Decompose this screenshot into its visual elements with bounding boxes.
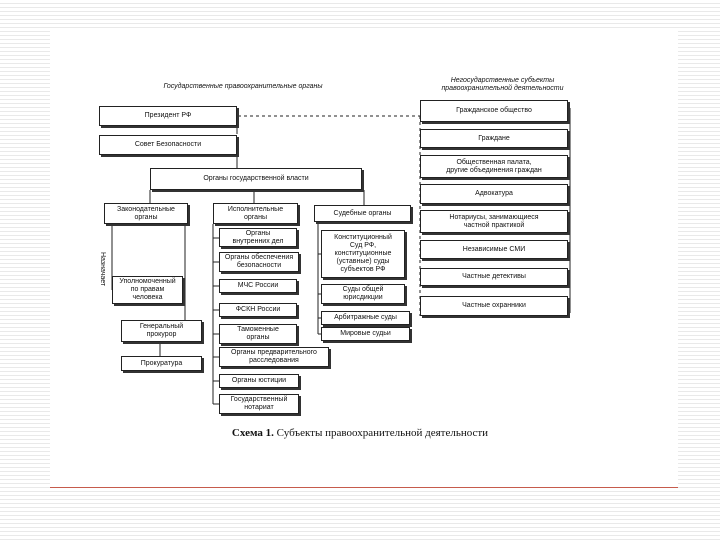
box-president: Президент РФ xyxy=(99,106,237,126)
box-executive: Исполнительные органы xyxy=(213,203,298,224)
header-state-bodies: Государственные правоохранительные орган… xyxy=(163,83,323,90)
box-security-services: Органы обеспечения безопасности xyxy=(219,252,299,272)
box-state-notary: Государственный нотариат xyxy=(219,394,299,414)
box-state-power-bodies: Органы государственной власти xyxy=(150,168,362,190)
box-civil-society: Гражданское общество xyxy=(420,100,568,122)
box-emercom: МЧС России xyxy=(219,279,297,293)
box-private-notaries: Нотариусы, занимающиеся частной практико… xyxy=(420,210,568,233)
diagram-caption: Схема 1. Субъекты правоохранительной дея… xyxy=(0,427,720,439)
header-non-state-subjects: Негосударственные субъекты правоохраните… xyxy=(441,77,564,92)
box-prosecutor-general: Генеральный прокурор xyxy=(121,320,202,342)
box-internal-affairs: Органы внутренних дел xyxy=(219,228,297,247)
box-prosecution: Прокуратура xyxy=(121,356,202,371)
box-legislative: Законодательные органы xyxy=(104,203,188,224)
box-judicial: Судебные органы xyxy=(314,205,411,222)
box-independent-media: Независимые СМИ xyxy=(420,240,568,259)
box-general-courts: Суды общей юрисдикции xyxy=(321,284,405,304)
box-customs: Таможенные органы xyxy=(219,324,297,344)
box-magistrates: Мировые судьи xyxy=(321,327,410,341)
box-arbitration-courts: Арбитражные суды xyxy=(321,311,410,325)
bottom-divider xyxy=(50,487,678,488)
box-security-council: Совет Безопасности xyxy=(99,135,237,155)
box-advocacy: Адвокатура xyxy=(420,184,568,204)
box-fskn: ФСКН России xyxy=(219,303,297,317)
caption-number: Схема 1. xyxy=(231,427,274,439)
label-appoints: Назначает xyxy=(99,252,106,287)
box-preliminary-investigation: Органы предварительного расследования xyxy=(219,347,329,367)
box-ombudsman: Уполномоченный по правам человека xyxy=(112,276,183,304)
box-private-detectives: Частные детективы xyxy=(420,268,568,286)
box-private-guards: Частные охранники xyxy=(420,296,568,316)
box-justice: Органы юстиции xyxy=(219,374,299,388)
caption-title: Субъекты правоохранительной деятельности xyxy=(273,427,489,439)
box-constitutional-courts: Конституционный Суд РФ, конституционные … xyxy=(321,230,405,278)
box-citizens: Граждане xyxy=(420,129,568,148)
box-public-chamber: Общественная палата, другие объединения … xyxy=(420,155,568,178)
